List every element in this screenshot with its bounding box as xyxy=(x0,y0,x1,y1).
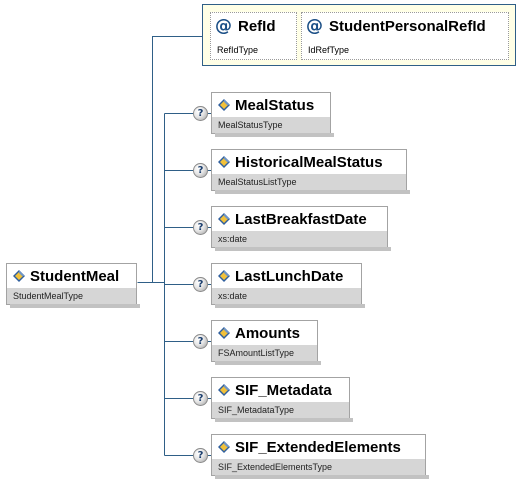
element-name: StudentMeal xyxy=(30,267,120,285)
element-type: SIF_MetadataType xyxy=(212,402,349,418)
element-name: MealStatus xyxy=(235,96,315,114)
element-lastbreakfastdate[interactable]: LastBreakfastDate xs:date xyxy=(211,206,391,251)
attribute-icon: @ xyxy=(215,16,232,36)
attribute-refid[interactable]: @ RefId RefIdType xyxy=(210,12,297,60)
element-type: FSAmountListType xyxy=(212,345,317,361)
element-amounts[interactable]: Amounts FSAmountListType xyxy=(211,320,321,365)
optional-icon: ? xyxy=(193,106,208,121)
attribute-type: IdRefType xyxy=(308,45,350,55)
element-type: StudentMealType xyxy=(7,288,136,304)
element-sif-metadata[interactable]: SIF_Metadata SIF_MetadataType xyxy=(211,377,353,422)
attribute-type: RefIdType xyxy=(217,45,259,55)
element-icon xyxy=(218,441,230,453)
optional-icon: ? xyxy=(193,163,208,178)
root-element[interactable]: StudentMeal StudentMealType xyxy=(6,263,140,308)
attribute-name: StudentPersonalRefId xyxy=(329,18,486,35)
attribute-name: RefId xyxy=(238,18,276,35)
optional-icon: ? xyxy=(193,277,208,292)
element-icon xyxy=(218,99,230,111)
element-type: xs:date xyxy=(212,231,387,247)
element-sif-extendedelements[interactable]: SIF_ExtendedElements SIF_ExtendedElement… xyxy=(211,434,429,479)
optional-icon: ? xyxy=(193,334,208,349)
element-icon xyxy=(218,213,230,225)
attribute-icon: @ xyxy=(306,16,323,36)
element-type: xs:date xyxy=(212,288,361,304)
optional-icon: ? xyxy=(193,220,208,235)
element-icon xyxy=(218,270,230,282)
element-name: LastBreakfastDate xyxy=(235,210,367,228)
element-icon xyxy=(218,156,230,168)
element-name: SIF_Metadata xyxy=(235,381,332,399)
optional-icon: ? xyxy=(193,448,208,463)
element-name: SIF_ExtendedElements xyxy=(235,438,401,456)
element-icon xyxy=(13,270,25,282)
element-historicalmealstatus[interactable]: HistoricalMealStatus MealStatusListType xyxy=(211,149,410,194)
element-type: MealStatusListType xyxy=(212,174,406,190)
element-mealstatus[interactable]: MealStatus MealStatusType xyxy=(211,92,334,137)
element-type: MealStatusType xyxy=(212,117,330,133)
optional-icon: ? xyxy=(193,391,208,406)
element-lastlunchdate[interactable]: LastLunchDate xs:date xyxy=(211,263,365,308)
attribute-connector xyxy=(137,36,202,283)
attribute-group: @ RefId RefIdType @ StudentPersonalRefId… xyxy=(202,4,516,66)
element-icon xyxy=(218,327,230,339)
element-icon xyxy=(218,384,230,396)
element-name: HistoricalMealStatus xyxy=(235,153,383,171)
element-name: LastLunchDate xyxy=(235,267,344,285)
element-type: SIF_ExtendedElementsType xyxy=(212,459,425,475)
attribute-studentpersonalrefid[interactable]: @ StudentPersonalRefId IdRefType xyxy=(301,12,509,60)
element-name: Amounts xyxy=(235,324,300,342)
